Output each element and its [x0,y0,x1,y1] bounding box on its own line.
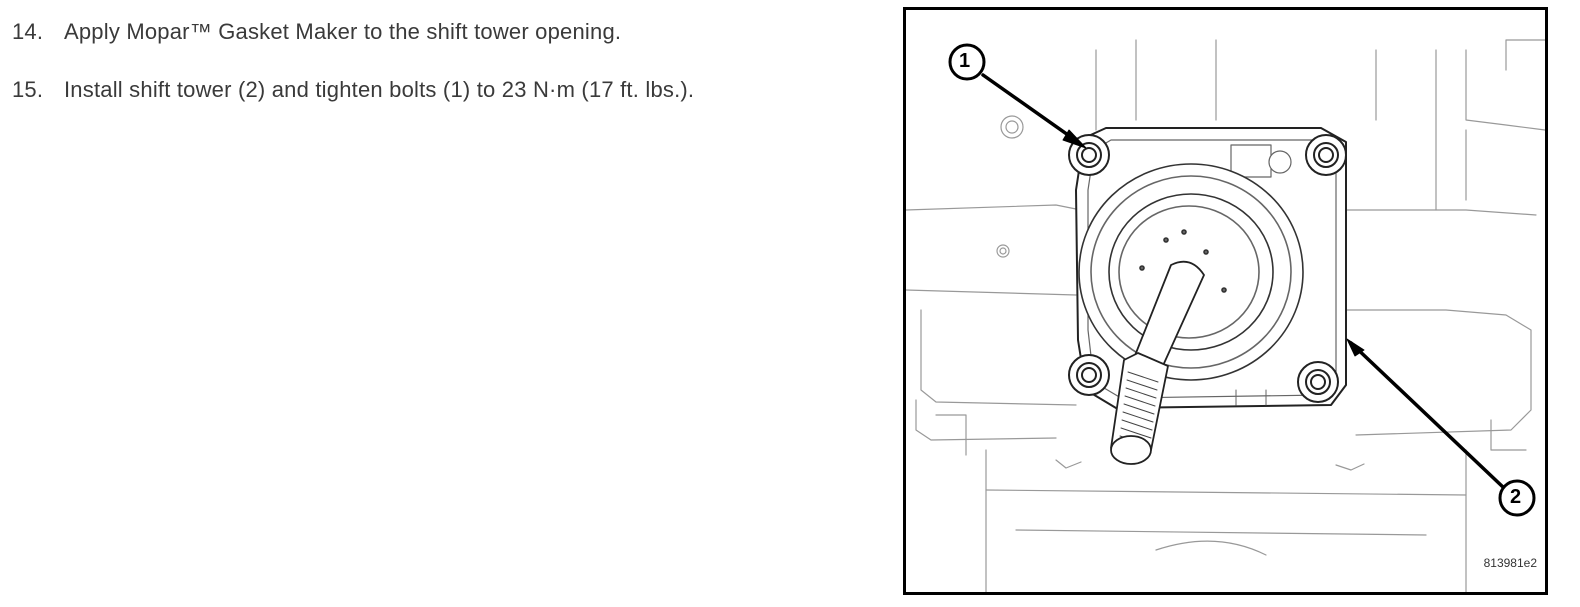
tower-bolts [1068,134,1347,403]
callout-circles [948,43,1536,517]
shifter-shaft [1110,260,1205,465]
callout-2-label: 2 [1510,486,1522,508]
step-number: 14. [12,19,44,44]
step-text: Apply Mopar™ Gasket Maker to the shift t… [64,19,622,44]
shift-tower-illustration: 1 2 813981e2 [903,7,1548,595]
shift-tower-drawing [906,39,1545,592]
step-number: 15. [12,77,44,102]
callout-1-label: 1 [959,50,971,72]
figure-id: 813981e2 [1481,556,1539,570]
step-text: Install shift tower (2) and tighten bolt… [64,77,695,102]
procedure-steps: 14. Apply Mopar™ Gasket Maker to the shi… [12,14,892,130]
step-15: 15. Install shift tower (2) and tighten … [12,72,892,108]
callout-leaders [981,73,1506,490]
step-14: 14. Apply Mopar™ Gasket Maker to the shi… [12,14,892,50]
transmission-housing [906,39,1545,592]
